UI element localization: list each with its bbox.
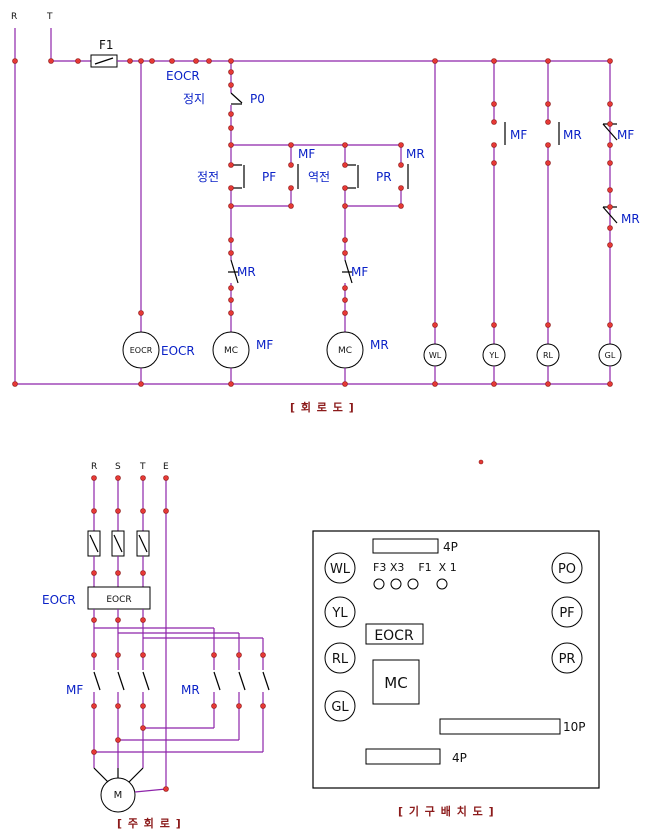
mr-main-contact-r (213, 671, 221, 691)
panel-mc-text: MC (384, 674, 407, 692)
pf-label: PF (262, 170, 276, 184)
motor (100, 777, 136, 813)
control-circuit: R T F1 EOCR EOCR EOCR 정지 P0 (11, 12, 640, 414)
panel-button-pr (551, 642, 583, 674)
lamp-wl-text: WL (429, 351, 442, 360)
mr-main-contact-t (262, 671, 270, 691)
mr-main-contact-s (238, 671, 246, 691)
control-circuit-caption: [ 회 로 도 ] (290, 400, 355, 414)
panel-button-po (551, 552, 583, 584)
main-terminal-s: S (115, 462, 121, 472)
panel-mc (372, 659, 420, 705)
main-connection-dots (91, 475, 266, 792)
panel-eocr-text: EOCR (374, 628, 414, 644)
yl-contact-label: MF (510, 128, 527, 142)
stop-contact (230, 92, 243, 104)
mf-seal-label: MF (298, 147, 315, 161)
terminal-t: T (46, 12, 53, 22)
socket-10p-label: 10P (563, 720, 586, 734)
panel-button-pr-text: PR (559, 652, 576, 667)
stop-label: 정지 (183, 92, 205, 106)
fuse-holder-1 (373, 578, 385, 590)
mr-coil-text: MC (338, 346, 352, 356)
fuse-text: F3 X3 F1 X 1 (373, 561, 457, 574)
bottom-socket-label: 4P (452, 751, 467, 765)
control-connection-dots (12, 58, 613, 387)
top-socket (372, 538, 439, 554)
fuse-holder-2 (390, 578, 402, 590)
mf-coil-text: MC (224, 346, 238, 356)
panel-lamp-yl-text: YL (331, 606, 348, 621)
mf-main-contact-r (93, 671, 101, 691)
panel-lamp-rl (324, 642, 356, 674)
panel-lamp-wl (324, 552, 356, 584)
mf-main-contact-t (142, 671, 150, 691)
panel-lamp-gl (324, 690, 356, 722)
eocr-coil-label: EOCR (161, 344, 195, 358)
fuse-f1-label: F1 (99, 38, 114, 52)
fuse-holder-4 (436, 578, 448, 590)
main-eocr-box-text: EOCR (106, 595, 131, 605)
stray-dot (478, 459, 484, 465)
panel-frame (312, 530, 600, 789)
panel-button-pf-text: PF (559, 606, 574, 621)
gl-contact-mf-label: MF (617, 128, 634, 142)
lamp-gl-text: GL (605, 351, 616, 360)
panel-eocr (365, 623, 424, 645)
panel-lamp-rl-text: RL (332, 652, 349, 667)
gl-contact-mr-label: MR (621, 212, 640, 226)
reverse-label: 역전 (308, 170, 330, 184)
main-eocr-label: EOCR (42, 593, 76, 607)
panel-button-po-text: PO (558, 562, 576, 577)
stop-contact-label: P0 (250, 92, 265, 106)
rl-contact-label: MR (563, 128, 582, 142)
main-terminal-r: R (91, 462, 97, 472)
layout-panel-caption: [ 기 구 배 치 도 ] (398, 804, 495, 818)
main-eocr-box (87, 586, 151, 610)
main-circuit: R S T E EOCR EOCR (42, 462, 270, 830)
mr-interlock-forward-label: MR (237, 265, 256, 279)
panel-lamp-yl (324, 596, 356, 628)
layout-panel: 4P F3 X3 F1 X 1 WL YL RL GL PO PF PR EOC… (312, 530, 600, 818)
main-terminal-t: T (139, 462, 146, 472)
lamp-yl-text: YL (488, 351, 499, 360)
bottom-socket (365, 748, 441, 765)
panel-lamp-gl-text: GL (331, 700, 349, 715)
panel-lamp-wl-text: WL (330, 562, 351, 577)
terminal-r: R (11, 12, 17, 22)
panel-button-pf (551, 596, 583, 628)
main-circuit-caption: [ 주 회 로 ] (117, 816, 182, 830)
lamp-rl-text: RL (543, 351, 554, 360)
main-terminal-e: E (163, 462, 169, 472)
eocr-coil-text: EOCR (130, 346, 153, 355)
mf-main-contact-s (117, 671, 125, 691)
mr-seal-label: MR (406, 147, 425, 161)
mr-coil-label: MR (370, 338, 389, 352)
pr-label: PR (376, 170, 392, 184)
fuse-holder-3 (407, 578, 419, 590)
socket-10p (439, 718, 561, 735)
mf-coil-label: MF (256, 338, 273, 352)
eocr-contact-label: EOCR (166, 69, 200, 83)
mf-main-label: MF (66, 683, 83, 697)
mr-main-label: MR (181, 683, 200, 697)
forward-label: 정전 (197, 170, 219, 184)
motor-text: M (114, 790, 123, 801)
mf-interlock-reverse-label: MF (351, 265, 368, 279)
top-socket-label: 4P (443, 540, 458, 554)
